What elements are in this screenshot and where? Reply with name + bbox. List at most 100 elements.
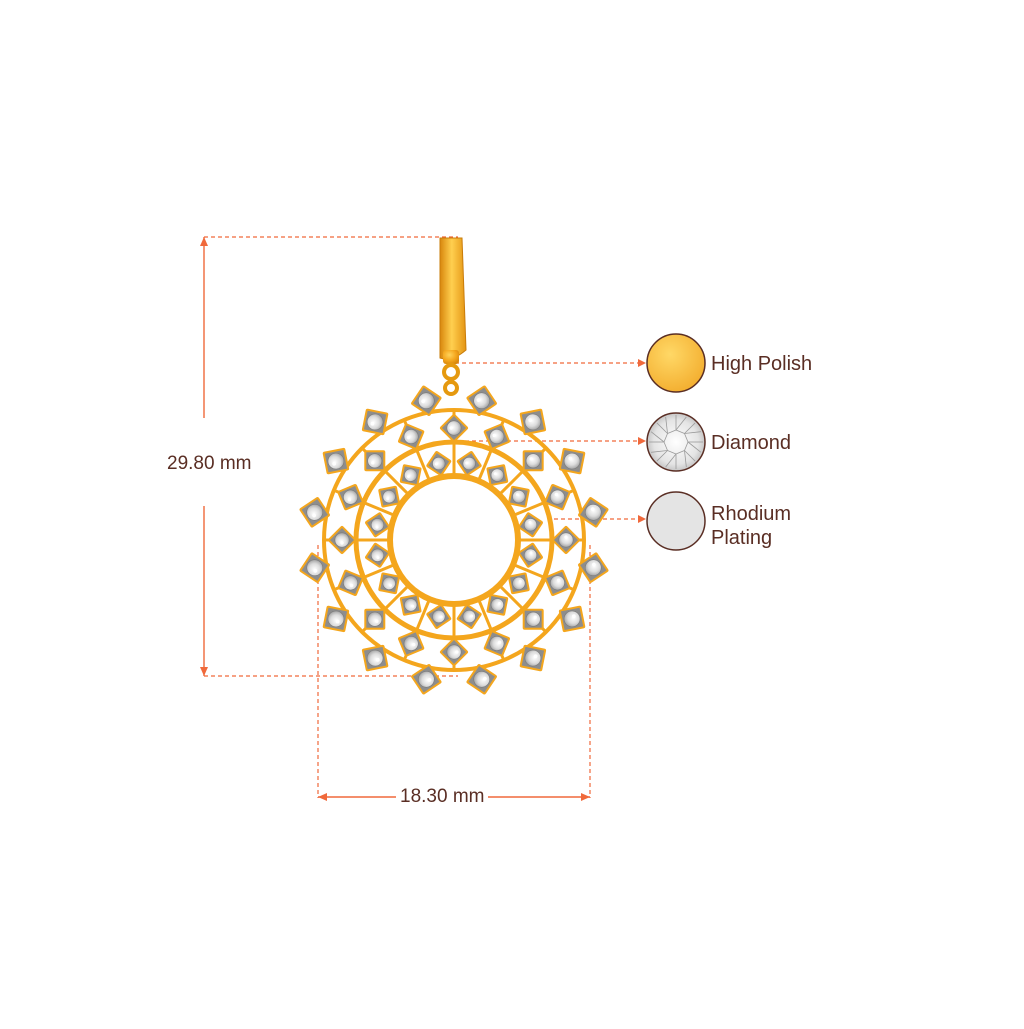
stone-gem — [490, 598, 504, 612]
diamond-facet-line — [684, 450, 696, 462]
diamond-stone — [364, 450, 386, 472]
stone-glint — [421, 399, 426, 404]
stone-glint — [370, 421, 375, 426]
diamond-stone — [337, 569, 364, 596]
stone-gem — [525, 611, 541, 627]
diamond-facet-table — [663, 441, 668, 451]
stone-gem — [327, 452, 345, 470]
stone-gem — [403, 429, 419, 444]
width-arrow-left — [318, 793, 327, 801]
stone-glint — [528, 520, 532, 524]
stone-glint — [568, 456, 573, 461]
stone-glint — [529, 551, 533, 555]
height-dimension-label: 29.80 mm — [163, 452, 256, 475]
stone-gem — [446, 644, 462, 660]
diamond-stone — [361, 408, 389, 436]
diamond-stone — [483, 423, 510, 450]
stone-glint — [427, 678, 432, 682]
stone-glint — [518, 579, 522, 583]
stone-gem — [462, 609, 476, 624]
stone-gem — [563, 610, 581, 628]
stone-glint — [455, 650, 459, 654]
stone-glint — [528, 418, 533, 423]
diamond-facet-star — [684, 450, 687, 467]
stone-gem — [367, 453, 383, 469]
stone-gem — [366, 413, 384, 431]
stone-gem — [432, 609, 446, 624]
diamond-stone — [411, 664, 442, 695]
width-dimension-label: 18.30 mm — [396, 787, 489, 806]
stone-gem — [489, 429, 505, 444]
diamond-facet-star — [687, 441, 702, 453]
stone-glint — [335, 619, 340, 624]
stone-glint — [375, 657, 380, 662]
legend-label-rhodium-line1: Rhodium — [711, 503, 792, 525]
stone-glint — [389, 583, 393, 587]
stone-glint — [406, 435, 411, 440]
stone-glint — [497, 640, 502, 645]
stone-glint — [476, 398, 481, 402]
dimension-guides — [200, 236, 646, 801]
diamond-facet-table — [667, 429, 677, 434]
stone-gem — [490, 468, 504, 482]
stone-gem — [418, 670, 435, 688]
diamond-stone — [398, 423, 425, 450]
stone-glint — [312, 513, 316, 518]
diamond-facet-star — [665, 453, 677, 468]
stone-glint — [376, 556, 380, 560]
stone-glint — [340, 541, 344, 545]
width-arrow-right — [581, 793, 590, 801]
diamond-stone — [558, 605, 586, 633]
stone-glint — [439, 615, 443, 619]
legend-leader-arrow-0 — [638, 359, 646, 367]
legend-swatches — [646, 333, 706, 551]
stone-glint — [375, 619, 379, 623]
stone-glint — [533, 615, 537, 619]
diamond-stone — [378, 572, 400, 595]
diamond-swatch — [646, 412, 706, 472]
diamond-facet-star — [675, 416, 687, 431]
diamond-facet-table — [684, 441, 689, 451]
stone-gem — [550, 489, 565, 505]
stone-glint — [556, 578, 561, 582]
stone-gem — [367, 611, 383, 627]
legend-label-rhodium: Rhodium Plating — [711, 502, 791, 550]
stone-glint — [411, 604, 415, 608]
diamond-facet-line — [656, 422, 668, 434]
diamond-stone — [399, 594, 422, 616]
diamond-stones — [299, 385, 609, 695]
diamond-stone — [558, 447, 586, 475]
diamond-facet-table — [684, 433, 689, 443]
stone-gem — [462, 456, 476, 471]
stone-gem — [489, 636, 505, 651]
stone-gem — [512, 490, 526, 504]
diamond-stone — [299, 552, 330, 583]
stone-glint — [449, 426, 453, 430]
stone-gem — [370, 548, 385, 562]
stone-gem — [327, 610, 345, 628]
diamond-stone — [544, 569, 571, 596]
diamond-stone — [426, 604, 452, 629]
diamond-stone — [365, 512, 390, 538]
diamond-stone — [399, 464, 422, 486]
legend-label-rhodium-line2: Plating — [711, 527, 773, 549]
stone-gem — [432, 456, 446, 471]
diamond-stone — [508, 485, 530, 508]
diamond-stone — [518, 512, 543, 538]
diamond-stone — [426, 451, 452, 476]
diamond-stone — [439, 413, 469, 443]
stone-glint — [590, 507, 595, 512]
stone-gem — [473, 670, 490, 688]
stone-glint — [332, 461, 337, 466]
stone-gem — [382, 490, 396, 504]
stone-glint — [349, 583, 354, 588]
diamond-stone — [299, 497, 330, 528]
diamond-stone — [483, 630, 510, 657]
diamond-stone — [551, 525, 581, 555]
diamond-stone — [466, 385, 497, 416]
diamond-stone — [486, 594, 509, 616]
stone-glint — [347, 498, 352, 502]
stone-glint — [482, 676, 487, 681]
